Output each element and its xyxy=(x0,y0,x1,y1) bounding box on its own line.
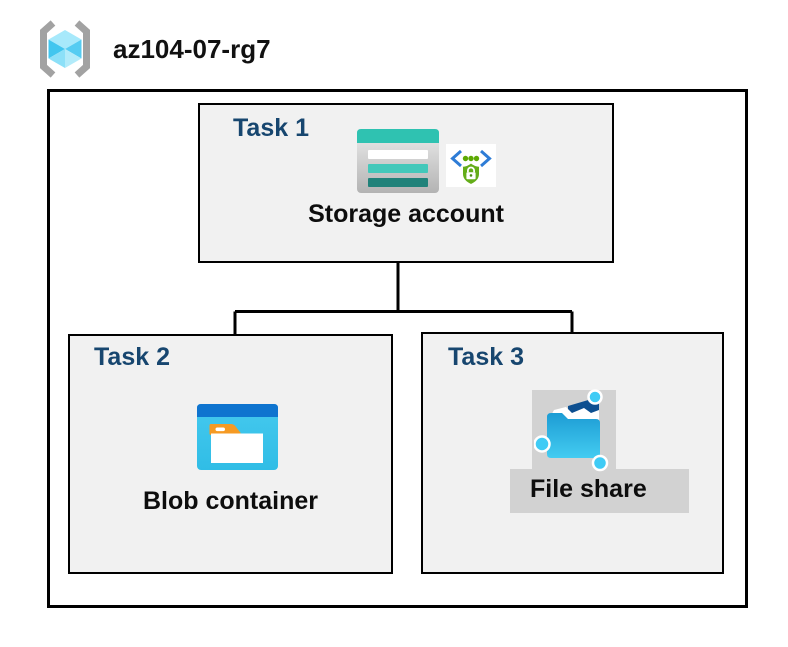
task2-box: Task 2 Blob container xyxy=(68,334,393,574)
file-share-label: File share xyxy=(530,475,647,503)
storage-account-label: Storage account xyxy=(308,200,504,228)
blob-container-icon xyxy=(197,404,278,470)
resource-group-name: az104-07-rg7 xyxy=(113,33,271,64)
file-share-label-highlight: File share xyxy=(510,469,689,513)
azure-resource-group-icon xyxy=(40,20,90,78)
file-share-icon xyxy=(534,389,609,472)
secure-endpoint-icon xyxy=(446,144,496,187)
task3-box: Task 3 File share xyxy=(421,332,724,574)
task1-label: Task 1 xyxy=(233,114,309,142)
blob-container-label: Blob container xyxy=(142,487,318,515)
resource-group-header: az104-07-rg7 xyxy=(33,18,271,80)
task2-label: Task 2 xyxy=(94,343,170,371)
task1-box: Task 1 Storage account xyxy=(198,103,614,263)
storage-account-icon xyxy=(357,129,439,193)
task3-label: Task 3 xyxy=(448,343,524,371)
